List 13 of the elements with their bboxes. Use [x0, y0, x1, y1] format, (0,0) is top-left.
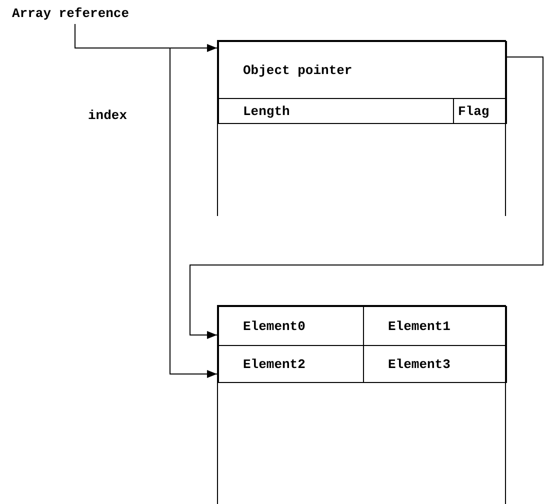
edge-label: index	[88, 108, 128, 123]
memory-cell: Element3	[363, 345, 507, 383]
memory-cell: Element0	[218, 306, 364, 346]
arrow	[74, 24, 218, 378]
memory-block	[217, 305, 506, 504]
label-text: Array reference	[12, 6, 152, 24]
arrow	[190, 56, 544, 339]
memory-cell: Object pointer	[218, 41, 507, 99]
memory-cell: Element2	[218, 345, 364, 383]
memory-block	[217, 40, 506, 216]
memory-cell: Length	[218, 98, 454, 124]
memory-cell: Element1	[363, 306, 507, 346]
memory-cell: Flag	[453, 98, 507, 124]
